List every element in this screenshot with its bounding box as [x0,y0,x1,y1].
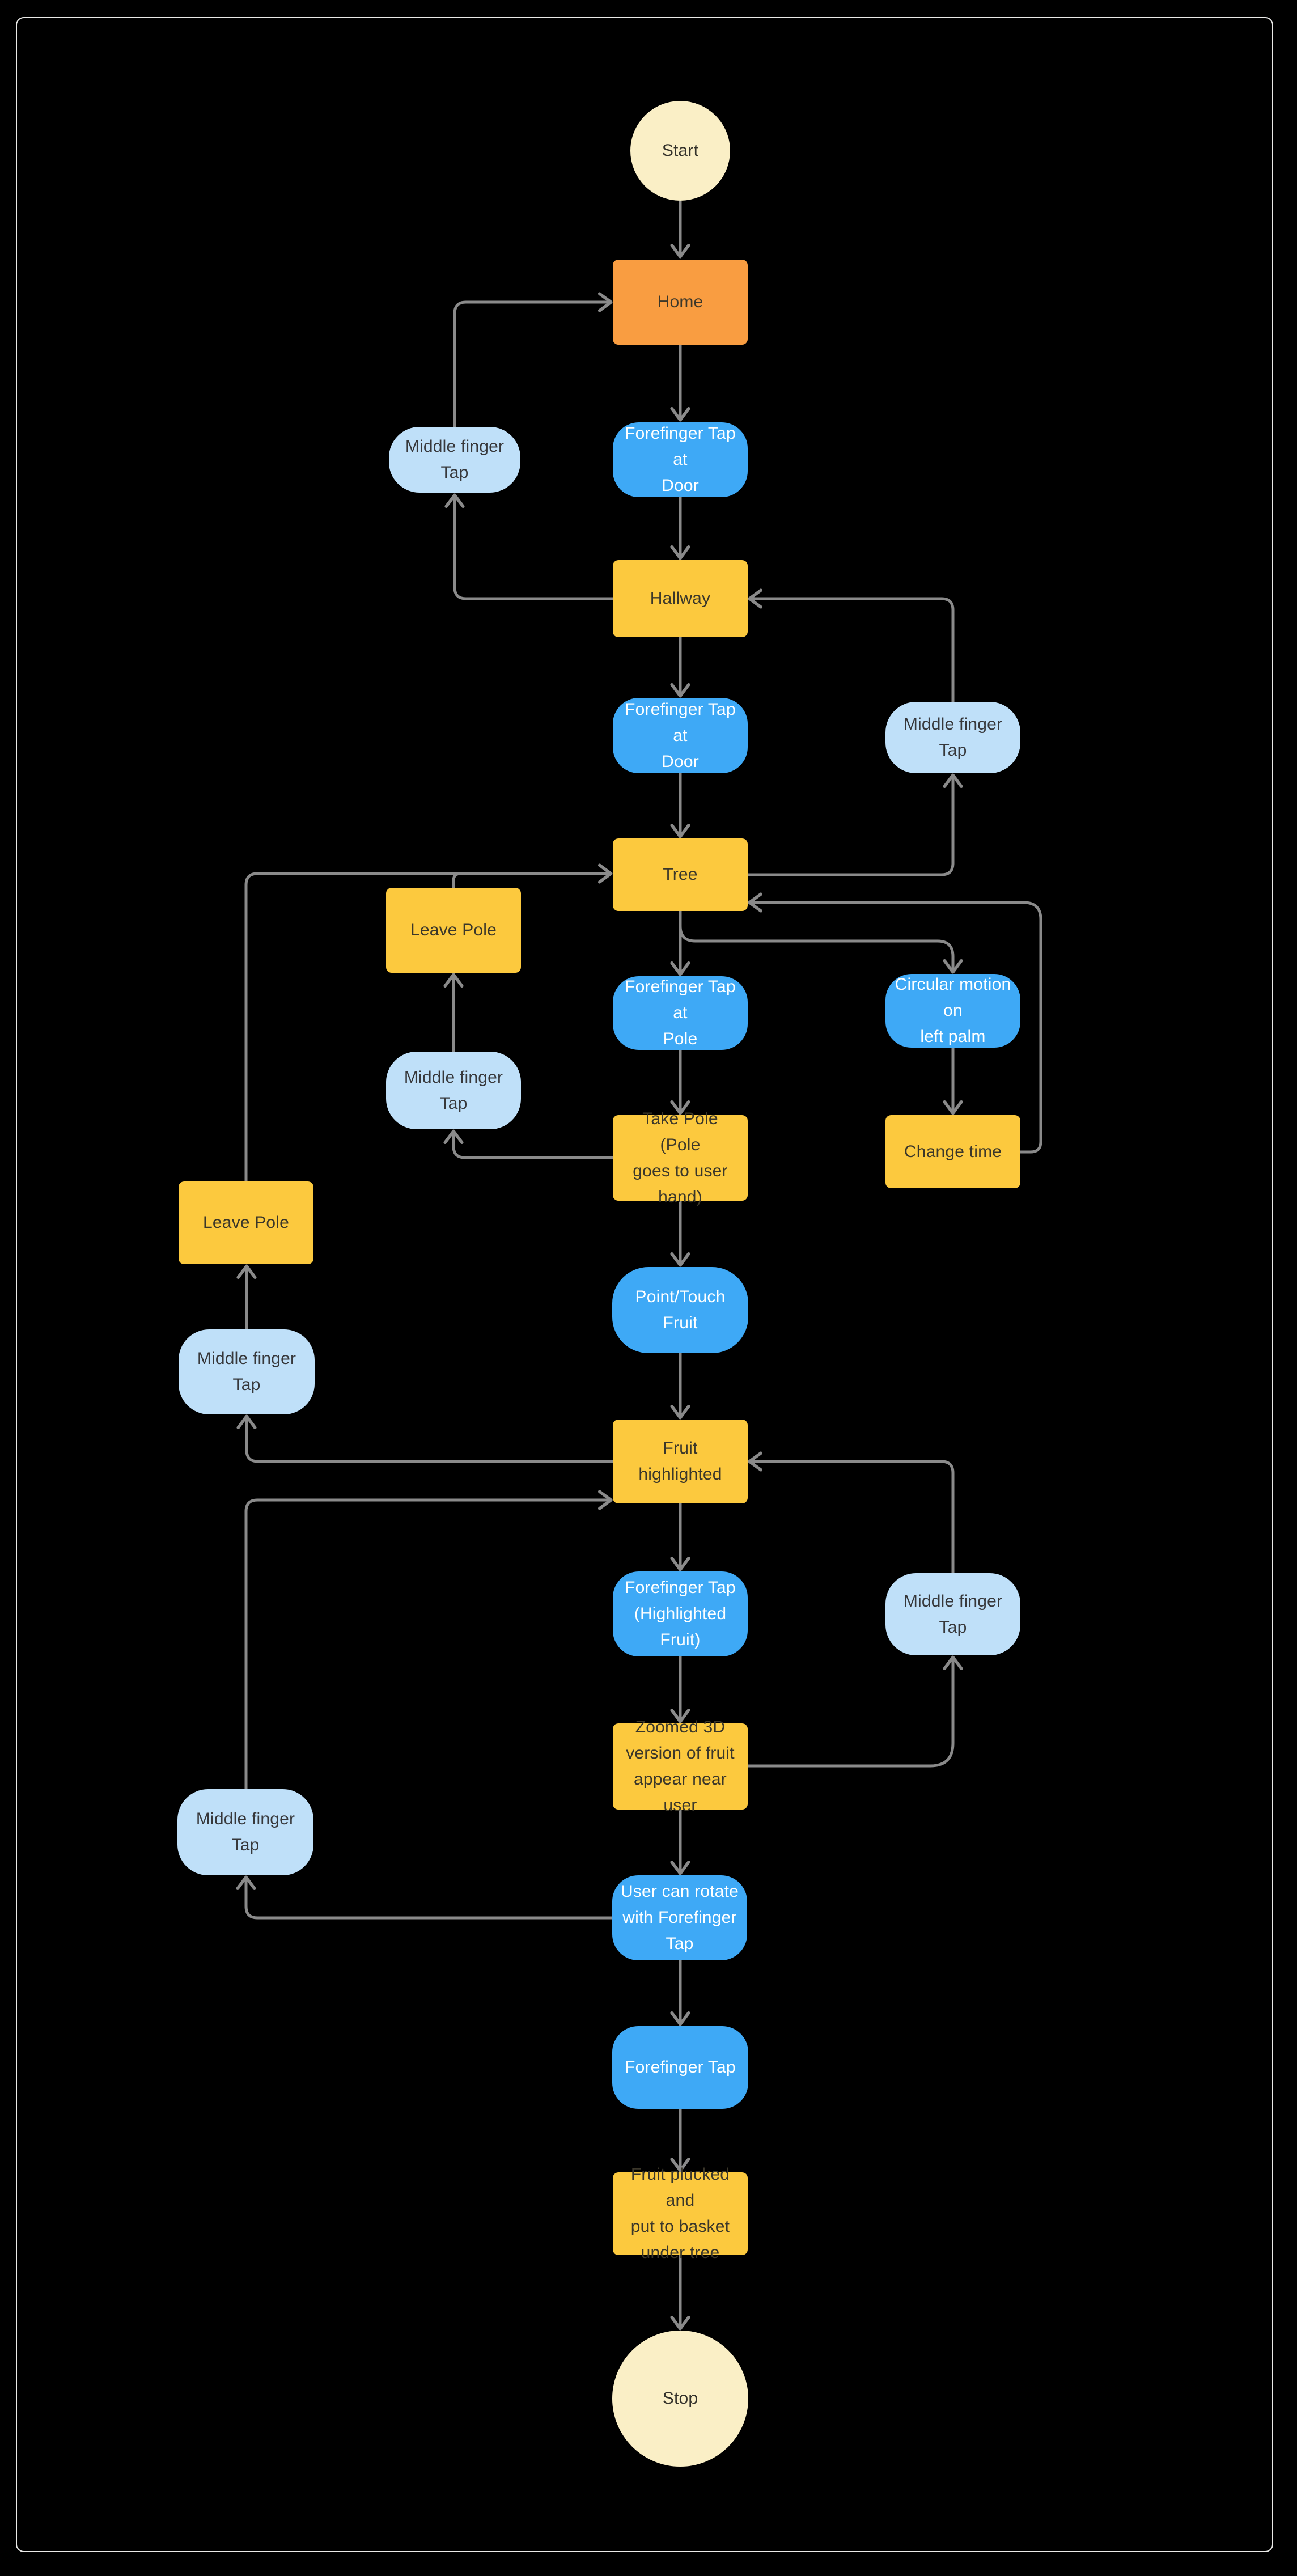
edge-middle-finger-1-to-home [453,292,613,427]
node-label: Leave Pole [410,921,497,939]
node-label: Stop [662,2389,698,2408]
node-fruit-high[interactable]: Fruit highlighted [613,1420,748,1503]
edge-hallway-to-middle-finger-1 [444,493,613,600]
node-label: Change time [904,1142,1002,1161]
node-leave-pole-c[interactable]: Leave Pole [386,888,521,973]
edges-group [236,201,1042,2331]
node-fft-door-2[interactable]: Forefinger Tap at Door [613,698,748,773]
node-rotate[interactable]: User can rotate with Forefinger Tap [612,1875,747,1960]
node-label: Start [662,141,699,160]
node-start[interactable]: Start [630,101,730,201]
node-mft-1[interactable]: Middle finger Tap [389,427,520,493]
edge-leave-pole-c-join [452,872,472,888]
node-label: Forefinger Tap at Pole [625,977,736,1048]
node-plucked[interactable]: Fruit plucked and put to basket under tr… [613,2165,748,2262]
node-point-touch[interactable]: Point/Touch Fruit [612,1267,748,1353]
node-hallway[interactable]: Hallway [613,560,748,637]
node-fft-door-1[interactable]: Forefinger Tap at Door [613,422,748,497]
edge-take-pole-to-middle-finger-c [443,1129,613,1159]
node-fft[interactable]: Forefinger Tap [612,2026,748,2109]
node-label: Middle finger Tap [404,1067,503,1113]
node-label: Middle finger Tap [903,1591,1003,1637]
node-label: Forefinger Tap at Door [625,700,736,771]
node-label: Middle finger Tap [196,1810,295,1854]
node-mft-l2[interactable]: Middle finger Tap [177,1789,313,1875]
edge-change-time-to-tree [748,892,1042,1154]
node-leave-pole-l[interactable]: Leave Pole [179,1181,313,1264]
node-tree[interactable]: Tree [613,838,748,911]
edge-middle-finger-l2-to-fruit-highlighted [244,1490,613,1789]
node-label: Take Pole (Pole goes to user hand) [633,1109,728,1206]
node-home[interactable]: Home [613,260,748,345]
node-circ-motion[interactable]: Circular motion on left palm [885,974,1020,1048]
node-mft-r2[interactable]: Middle finger Tap [885,1573,1020,1655]
edge-middle-finger-r1-to-hallway [748,588,955,702]
node-label: Fruit highlighted [638,1439,722,1484]
node-label: Tree [663,865,698,884]
node-label: Fruit plucked and put to basket under tr… [630,2165,730,2262]
node-mft-c[interactable]: Middle finger Tap [386,1052,521,1129]
edge-rotate-to-middle-finger-l2 [236,1875,612,1920]
node-label: Circular motion on left palm [895,975,1011,1046]
node-label: Middle finger Tap [405,437,505,482]
edge-zoomed3d-to-middle-finger-r2 [748,1655,963,1768]
node-stop[interactable]: Stop [612,2331,748,2467]
node-fft-hf[interactable]: Forefinger Tap (Highlighted Fruit) [613,1571,748,1656]
node-label: Hallway [650,589,711,608]
node-mft-r1[interactable]: Middle finger Tap [885,702,1020,773]
node-label: Point/Touch Fruit [635,1287,726,1332]
node-zoomed3d[interactable]: Zoomed 3D version of fruit appear near u… [613,1718,748,1815]
node-label: Home [657,293,703,311]
node-label: User can rotate with Forefinger Tap [620,1882,739,1953]
node-change-time[interactable]: Change time [885,1115,1020,1188]
node-label: Forefinger Tap at Door [625,424,736,495]
edge-tree-to-middle-finger-r1 [748,773,963,876]
node-take-pole[interactable]: Take Pole (Pole goes to user hand) [613,1109,748,1206]
edge-middle-finger-r2-to-fruit-highlighted [748,1451,955,1573]
edge-tree-to-circular-motion [679,911,963,974]
node-label: Middle finger Tap [197,1349,296,1394]
node-mft-l1[interactable]: Middle finger Tap [179,1329,315,1414]
node-label: Leave Pole [202,1213,290,1232]
node-label: Middle finger Tap [903,715,1003,760]
node-fft-pole[interactable]: Forefinger Tap at Pole [613,976,748,1050]
node-label: Forefinger Tap [625,2058,736,2077]
node-label: Forefinger Tap (Highlighted Fruit) [625,1578,736,1649]
edge-leave-pole-l-to-tree [244,863,613,1181]
node-label: Zoomed 3D version of fruit appear near u… [626,1718,735,1815]
edge-fruit-highlighted-to-middle-finger-l1 [236,1414,613,1463]
